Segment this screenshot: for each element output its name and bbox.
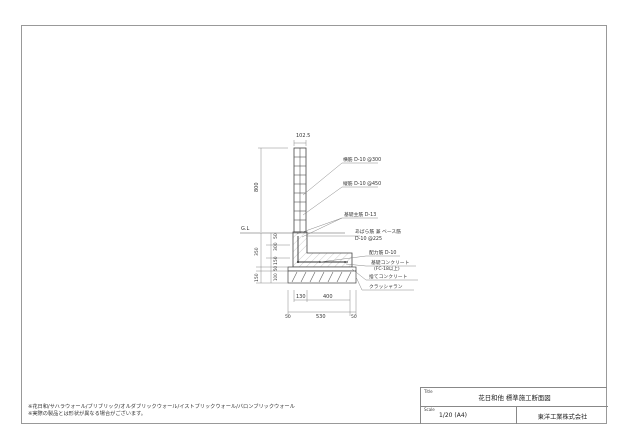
callout-vertical-rebar: 縦筋 D-10 @450: [343, 180, 381, 187]
drawing-frame: [21, 25, 607, 424]
dim-top-width: 102.5: [296, 133, 310, 139]
scale-label: Scale: [424, 407, 435, 412]
leveling-concrete: [287, 266, 357, 272]
title-row: Title 花日和他 標準施工断面図: [421, 388, 608, 407]
note-disclaimer: ※実際の製品とは形状が異なる場合がございます。: [28, 411, 146, 417]
company-name: 東洋工業株式会社: [537, 414, 588, 421]
block-wall: [293, 147, 307, 233]
dim-bottom-outer-0: 50: [285, 314, 291, 320]
gl-label: G.L: [241, 226, 249, 232]
callout-foundation-concrete-2: (FC-18以上): [374, 265, 400, 272]
dim-bottom-outer-2: 50: [351, 314, 357, 320]
dim-bottom-inner-0: 130: [296, 294, 306, 300]
callout-bent-rebar-2: D-10 @225: [355, 236, 382, 242]
callout-distribution-rebar: 配力筋 D-10: [369, 249, 396, 256]
callout-foundation-main-rebar: 基礎主筋 D-13: [344, 211, 376, 218]
dim-left-3: 150: [273, 256, 279, 265]
title-label: Title: [424, 389, 433, 394]
callout-crusher-run: クラッシャラン: [369, 284, 403, 290]
dim-left-6: 150: [254, 273, 260, 282]
drawing-title: 花日和他 標準施工断面図: [478, 394, 551, 402]
dim-left-2: 350: [254, 247, 260, 256]
dim-wall-height: 800: [254, 182, 260, 192]
note-product-list: ※花日和/サハラウォール/ブリブリック/オルダブリックウォール/イストブリックウ…: [28, 404, 295, 410]
dim-left-1: 300: [273, 242, 279, 251]
dim-bottom-outer-1: 530: [316, 314, 326, 320]
leader-lines: [296, 162, 418, 291]
callout-horizontal-rebar: 横筋 D-10 @300: [343, 156, 381, 163]
dim-left-4: 50: [273, 265, 278, 271]
callout-leveling-concrete: 捨てコンクリート: [369, 273, 408, 280]
dim-bottom-inner-1: 400: [323, 294, 333, 300]
title-block: Title 花日和他 標準施工断面図 Scale 1/20 (A4) 東洋工業株…: [420, 387, 608, 424]
dim-left-0: 50: [273, 233, 279, 239]
scale-value: 1/20 (A4): [439, 412, 467, 419]
callout-foundation-concrete-1: 基礎コンクリート: [371, 259, 410, 266]
scale-row: Scale 1/20 (A4) 東洋工業株式会社: [421, 406, 608, 424]
dim-left-5: 100: [273, 273, 278, 281]
callout-bent-rebar-1: あばら筋 兼 ベース筋: [355, 228, 401, 235]
dimension-lines: [256, 140, 357, 316]
crusher-run: [287, 270, 357, 284]
title-block-divider: [516, 406, 517, 424]
